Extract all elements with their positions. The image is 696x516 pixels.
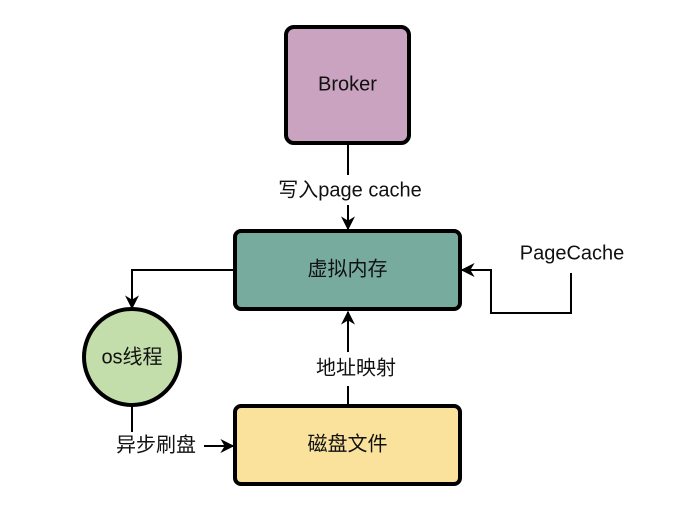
node-disk-file[interactable]: 磁盘文件: [233, 404, 462, 486]
virtual-memory-label: 虚拟内存: [308, 257, 388, 280]
edge-async-flush: [131, 405, 235, 453]
broker-box: [284, 25, 411, 145]
page-cache-label: PageCache: [520, 242, 625, 264]
node-os-thread[interactable]: os线程: [82, 307, 182, 407]
edge-arrow: [125, 269, 234, 310]
address-mapping-label: 地址映射: [316, 356, 396, 379]
edge-arrow: [460, 263, 572, 314]
disk-file-box: [233, 404, 462, 486]
os-thread-label: os线程: [101, 345, 162, 368]
os-thread-circle: [82, 307, 182, 407]
edge-vm-to-os-thread: [125, 269, 234, 310]
disk-file-label: 磁盘文件: [308, 432, 388, 455]
broker-label: Broker: [318, 73, 377, 95]
virtual-memory-box: [233, 229, 462, 311]
write-page-cache-label: 写入page cache: [278, 179, 421, 201]
node-virtual-memory[interactable]: 虚拟内存: [233, 229, 462, 311]
edge-page-cache: [460, 263, 572, 314]
async-flush-label: 异步刷盘: [116, 433, 196, 456]
node-broker[interactable]: Broker: [284, 25, 411, 145]
